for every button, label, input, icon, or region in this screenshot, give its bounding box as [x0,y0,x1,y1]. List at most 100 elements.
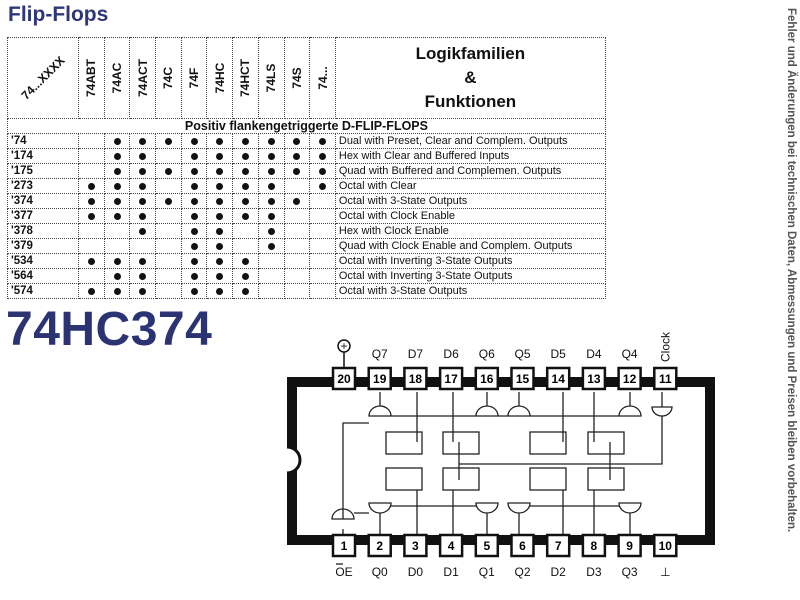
available-dot [113,257,121,265]
pin-number: 17 [444,372,458,386]
pin-number: 7 [555,539,562,553]
available-dot [164,167,172,175]
available-dot [139,152,147,160]
available-dot [319,152,327,160]
internal-logic [331,392,673,535]
available-dot [113,197,121,205]
function-header: Logikfamilien&Funktionen [334,37,606,119]
available-dot [241,212,249,220]
available-dot [241,137,249,145]
pin-15: 15 Q5 [510,347,535,391]
pin-label: Q2 [514,565,530,579]
available-dot [87,257,95,265]
available-dot [216,242,224,250]
pin-label: D7 [408,347,424,361]
pin-label: OE [335,565,352,579]
disclaimer-text: Fehler und Änderungen bei technischen Da… [785,8,797,533]
available-dot [216,257,224,265]
pin-number: 2 [376,539,383,553]
family-header: 74F [180,37,208,119]
available-dot [113,272,121,280]
pin-number: 6 [519,539,526,553]
pin-label: D0 [408,565,424,579]
available-dot [164,137,172,145]
available-dot [293,197,301,205]
availability-cell [232,283,259,299]
available-dot [319,167,327,175]
available-dot [267,167,275,175]
available-dot [241,257,249,265]
available-dot [139,212,147,220]
pin-label: Q0 [372,565,388,579]
pin-label: ⊥ [660,565,670,579]
pin-label: D1 [443,565,459,579]
pin-label: D3 [586,565,602,579]
available-dot [267,137,275,145]
available-dot [267,227,275,235]
available-dot [190,197,198,205]
pin-number: 10 [659,539,673,553]
family-header: 74ACT [129,37,157,119]
pin-label: Q5 [514,347,530,361]
pin-number: 18 [409,372,423,386]
pin-label: D4 [586,347,602,361]
available-dot [293,152,301,160]
available-dot [267,242,275,250]
pin-10: 10 ⊥ [653,533,678,579]
available-dot [190,242,198,250]
pin-label: Q7 [372,347,388,361]
page-title: Flip-Flops [8,3,109,26]
pin-number: 1 [341,539,348,553]
type-code: '378 [7,223,79,239]
function-description: Dual with Preset, Clear and Complem. Out… [334,133,606,149]
available-dot [216,137,224,145]
pin-13: 13 D4 [581,347,607,391]
available-dot [190,272,198,280]
available-dot [113,167,121,175]
type-code: '374 [7,193,79,209]
pin-label: Q3 [622,565,638,579]
function-description: Octal with 3-State Outputs [334,193,606,209]
pin-label: Clock [658,331,672,362]
pin-label: Q6 [479,347,495,361]
pin-number: 3 [412,539,419,553]
chip-body [286,377,715,545]
availability-cell [129,283,157,299]
available-dot [241,287,249,295]
available-dot [87,182,95,190]
pin-8: 8D3 [581,533,607,579]
available-dot [216,272,224,280]
disclaimer-container: Fehler und Änderungen bei technischen Da… [783,8,797,593]
pin-label: Q4 [622,347,638,361]
available-dot [190,182,198,190]
available-dot [241,197,249,205]
pin-number: 13 [587,372,601,386]
pin-number: 14 [552,372,566,386]
pin-5: 5Q1 [474,533,500,579]
function-header-line: Funktionen [424,92,517,111]
pin-number: 5 [483,539,490,553]
pin-number: 9 [626,539,633,553]
type-code: '377 [7,208,79,224]
available-dot [293,167,301,175]
available-dot [241,182,249,190]
available-dot [293,137,301,145]
pin-number: 15 [516,372,530,386]
available-dot [216,227,224,235]
available-dot [139,257,147,265]
available-dot [190,137,198,145]
available-dot [241,167,249,175]
pin-20: 20+ [331,339,357,391]
available-dot [319,137,327,145]
available-dot [216,167,224,175]
family-header: 74HC [206,37,234,119]
